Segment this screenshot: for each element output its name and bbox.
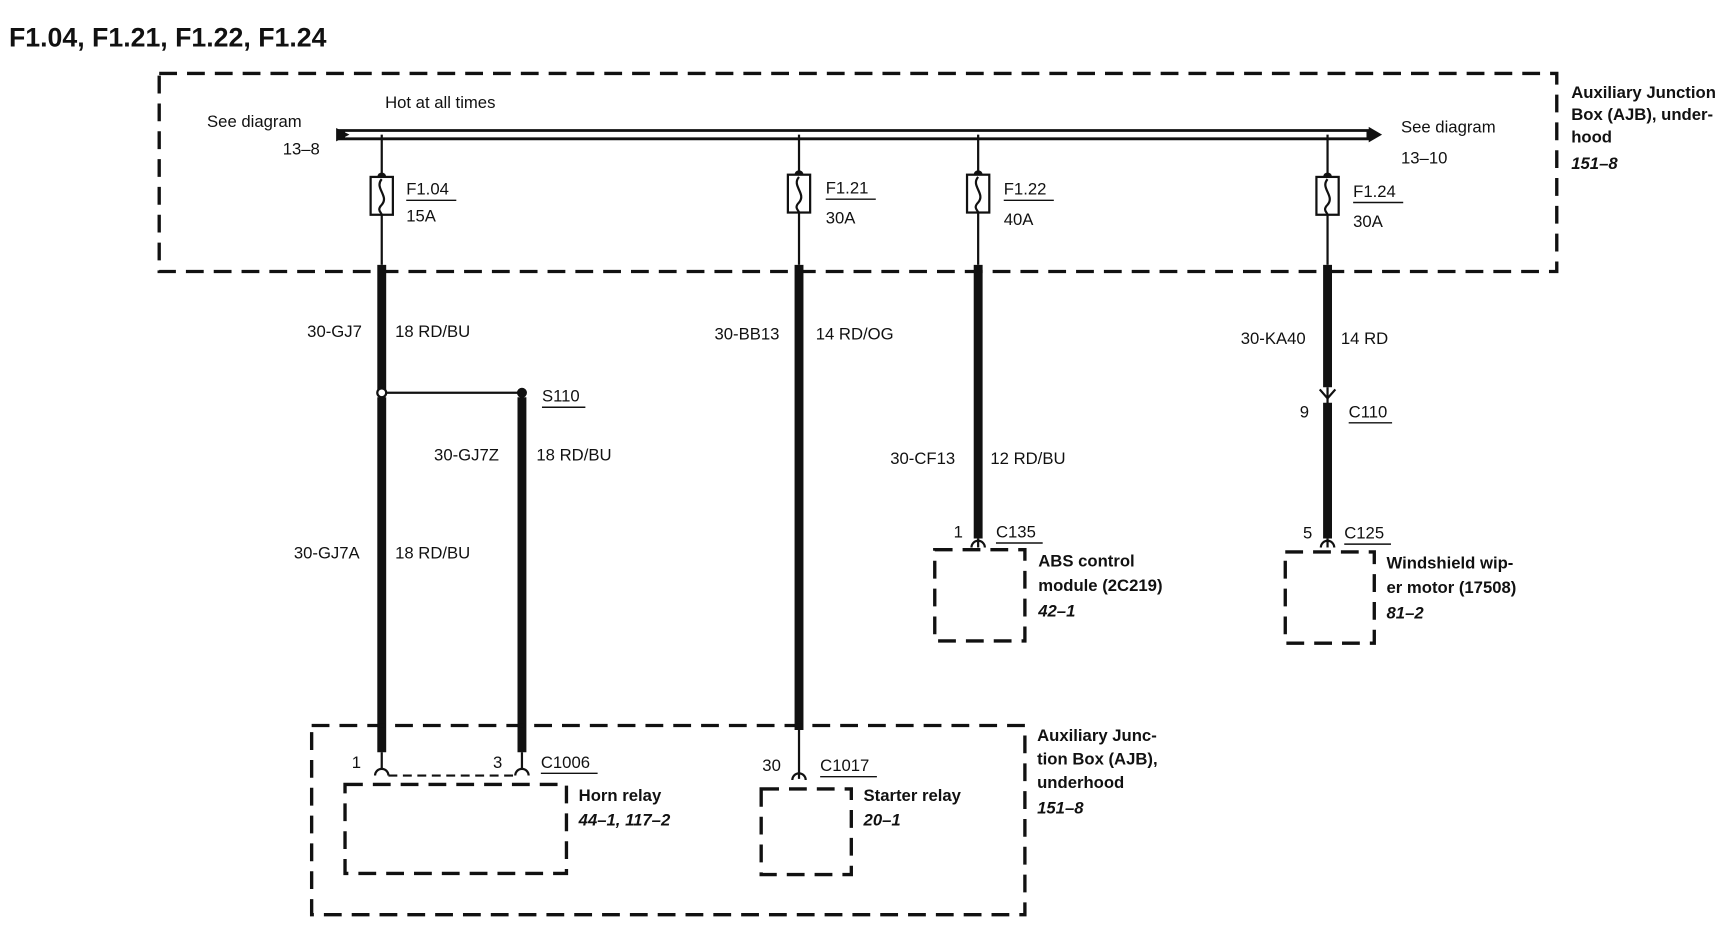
splice-node [376, 387, 388, 399]
circuit-30-ka40: 30-KA40 [1241, 329, 1306, 348]
fuse-f124-id: F1.24 [1353, 182, 1396, 201]
fuse-f104-id: F1.04 [406, 180, 449, 199]
circuit-30-cf13: 30-CF13 [890, 449, 955, 468]
circuit-30-bb13: 30-BB13 [714, 324, 779, 343]
wire-30-gj7z-spec: 18 RD/BU [536, 446, 611, 465]
fuse-f124-rating: 30A [1353, 212, 1384, 231]
fuse-f124-symbol [1315, 134, 1340, 265]
wire-30-ka40-spec: 14 RD [1341, 329, 1388, 348]
horn-relay-label: Horn relay [579, 786, 662, 805]
bus-right-see: See diagram [1401, 117, 1496, 136]
wire-30-cf13-spec: 12 RD/BU [990, 449, 1065, 468]
wire-30-gj7-spec: 18 RD/BU [395, 322, 470, 341]
c110-label: C110 [1349, 402, 1388, 421]
fuse-f122-rating: 40A [1004, 210, 1035, 229]
abs-pin: 1 [954, 522, 963, 541]
wire-30-bb13-spec: 14 RD/OG [816, 324, 894, 343]
fuse-f122-symbol [965, 134, 991, 265]
bus-left-see: See diagram [207, 112, 302, 131]
fuse-f104-rating: 15A [406, 206, 437, 225]
starter-connector: C1017 [820, 756, 869, 775]
splice-s110-label: S110 [542, 387, 580, 406]
power-bus [336, 126, 1383, 143]
circuit-30-gj7: 30-GJ7 [307, 322, 362, 341]
bottom-box-label-2: tion Box (AJB), [1037, 749, 1158, 768]
wiper-ref: 81–2 [1387, 604, 1425, 623]
fuse-f121-rating: 30A [826, 209, 857, 228]
top-box-label-2: Box (AJB), under- [1571, 105, 1713, 124]
starter-relay-ref: 20–1 [863, 811, 901, 830]
horn-pin3-connector-icon [514, 767, 530, 776]
circuit-30-gj7a: 30-GJ7A [294, 544, 361, 563]
horn-pin-1: 1 [352, 753, 361, 772]
bus-left-arrow [336, 127, 350, 142]
abs-label-2: module (2C219) [1038, 576, 1162, 595]
hot-label: Hot at all times [385, 93, 495, 112]
wiper-label-2: er motor (17508) [1387, 578, 1517, 597]
bottom-box-ref: 151–8 [1037, 798, 1084, 817]
abs-label-1: ABS control [1038, 551, 1134, 570]
c110-connector-icon [1318, 388, 1337, 401]
bus-right-arrow [1368, 126, 1383, 143]
horn-pin1-connector-icon [373, 767, 390, 776]
top-junction-box [157, 71, 1559, 274]
wire-30-gj7a-spec: 18 RD/BU [395, 544, 470, 563]
wiper-connector-icon [1319, 539, 1336, 548]
abs-ref: 42–1 [1037, 601, 1075, 620]
starter-relay-label: Starter relay [864, 786, 962, 805]
starter-relay-box [759, 787, 853, 877]
starter-connector-icon [791, 772, 807, 781]
wiper-label-1: Windshield wip- [1387, 554, 1514, 573]
starter-pin: 30 [762, 756, 781, 775]
splice-s110-dot [516, 387, 527, 398]
wiper-motor-box [1283, 550, 1376, 645]
top-box-label-1: Auxiliary Junction [1571, 83, 1716, 102]
bus-left-ref: 13–8 [283, 140, 320, 159]
wiper-connector: C125 [1344, 524, 1384, 543]
bus-right-ref: 13–10 [1401, 149, 1447, 168]
wiper-pin: 5 [1303, 524, 1312, 543]
abs-connector: C135 [996, 522, 1036, 541]
fuse-f104-symbol [369, 134, 394, 265]
horn-connector: C1006 [541, 753, 590, 772]
bottom-junction-box [309, 723, 1027, 917]
bottom-box-label-3: underhood [1037, 773, 1124, 792]
abs-module-box [933, 548, 1027, 643]
circuit-30-gj7z: 30-GJ7Z [434, 446, 499, 465]
horn-relay-box [343, 782, 569, 876]
fuse-f122-id: F1.22 [1004, 180, 1047, 199]
fuse-f121-symbol [786, 134, 812, 265]
top-box-label-3: hood [1571, 127, 1612, 146]
horn-relay-ref: 44–1, 117–2 [578, 811, 671, 830]
fuse-f121-id: F1.21 [826, 179, 869, 198]
abs-connector-icon [970, 539, 986, 548]
bottom-box-label-1: Auxiliary Junc- [1037, 726, 1157, 745]
page-title: F1.04, F1.21, F1.22, F1.24 [9, 23, 327, 53]
c110-pin: 9 [1300, 402, 1309, 421]
horn-pin-3: 3 [493, 753, 502, 772]
top-box-ref: 151–8 [1571, 154, 1618, 173]
